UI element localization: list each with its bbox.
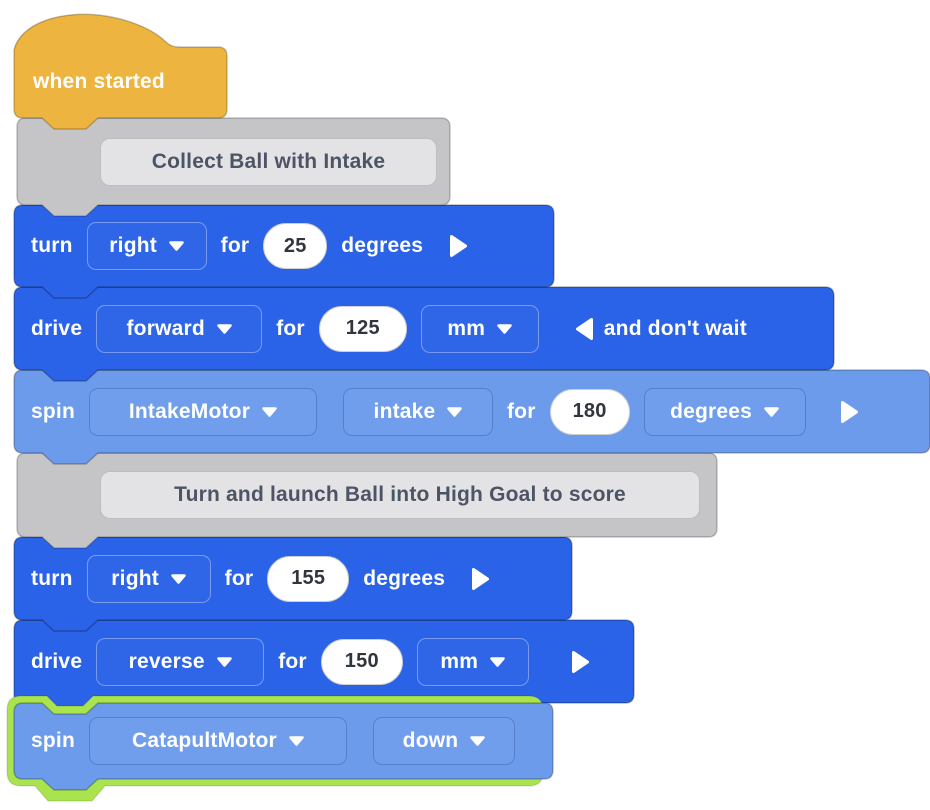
chevron-down-icon	[447, 406, 463, 417]
for-label: for	[220, 234, 250, 257]
comment-text-field[interactable]: Turn and launch Ball into High Goal to s…	[100, 471, 700, 519]
comment-block-2[interactable]: Turn and launch Ball into High Goal to s…	[16, 452, 718, 549]
turn-label: turn	[31, 234, 73, 257]
spin-block-1[interactable]: spin IntakeMotor intake for 180 degrees	[13, 369, 930, 465]
chevron-down-icon	[171, 573, 186, 584]
for-label: for	[276, 316, 305, 340]
input-value: 180	[572, 400, 607, 422]
dropdown-value: mm	[447, 316, 486, 340]
drive-distance-input[interactable]: 150	[320, 638, 403, 685]
chevron-down-icon	[169, 241, 184, 251]
dropdown-value: forward	[126, 316, 205, 340]
drive-unit-dropdown[interactable]: mm	[416, 637, 529, 686]
input-value: 25	[283, 234, 307, 257]
chevron-down-icon	[262, 406, 277, 417]
drive-direction-dropdown[interactable]: forward	[96, 304, 263, 353]
drive-distance-input[interactable]: 125	[318, 305, 407, 352]
chevron-down-icon	[490, 656, 505, 667]
expand-arrow-icon[interactable]	[840, 400, 859, 424]
turn-direction-dropdown[interactable]: right	[86, 222, 207, 270]
motor-dropdown[interactable]: CatapultMotor	[88, 717, 347, 765]
drive-unit-dropdown[interactable]: mm	[420, 304, 539, 353]
expand-arrow-icon[interactable]	[471, 567, 490, 591]
expand-arrow-icon[interactable]	[449, 234, 468, 258]
turn-degrees-input[interactable]: 25	[263, 223, 328, 269]
comment-text: Collect Ball with Intake	[151, 149, 386, 173]
collapse-arrow-icon[interactable]	[575, 317, 594, 341]
chevron-down-icon	[764, 406, 779, 417]
spin-direction-dropdown[interactable]: intake	[342, 387, 493, 436]
dropdown-value: right	[111, 566, 159, 590]
dropdown-value: CatapultMotor	[132, 729, 277, 752]
turn-block-1[interactable]: turn right for 25 degrees	[13, 204, 555, 299]
comment-text-field[interactable]: Collect Ball with Intake	[100, 137, 437, 186]
spin-label: spin	[31, 729, 75, 752]
chevron-down-icon	[470, 736, 486, 746]
drive-block-2[interactable]: drive reverse for 150 mm	[13, 619, 635, 715]
drive-label: drive	[31, 649, 83, 673]
for-label: for	[506, 399, 536, 423]
degrees-label: degrees	[363, 566, 446, 590]
drive-direction-dropdown[interactable]: reverse	[96, 637, 265, 686]
spin-label: spin	[31, 399, 75, 423]
for-label: for	[224, 566, 254, 590]
when-started-label: when started	[33, 70, 165, 93]
spin-block-2[interactable]: spin CatapultMotor down	[13, 702, 554, 791]
motor-dropdown[interactable]: IntakeMotor	[88, 387, 317, 436]
chevron-down-icon	[217, 323, 232, 334]
drive-label: drive	[31, 316, 83, 340]
degrees-label: degrees	[341, 234, 424, 257]
turn-block-2[interactable]: turn right for 155 degrees	[13, 536, 573, 632]
spin-unit-dropdown[interactable]: degrees	[643, 387, 806, 436]
drive-block-1[interactable]: drive forward for 125 mm and don't wait	[13, 286, 835, 382]
dropdown-value: down	[402, 729, 459, 752]
when-started-block[interactable]: when started	[13, 13, 228, 130]
dropdown-value: degrees	[670, 399, 753, 423]
spin-amount-input[interactable]: 180	[549, 388, 630, 435]
input-value: 150	[344, 650, 379, 672]
expand-arrow-icon[interactable]	[571, 650, 590, 674]
chevron-down-icon	[497, 323, 512, 334]
comment-text: Turn and launch Ball into High Goal to s…	[174, 483, 626, 506]
input-value: 125	[345, 317, 380, 339]
dropdown-value: reverse	[128, 649, 205, 673]
spin-direction-dropdown[interactable]: down	[372, 717, 515, 765]
chevron-down-icon	[289, 736, 304, 746]
chevron-down-icon	[217, 656, 232, 667]
dropdown-value: intake	[373, 399, 436, 423]
for-label: for	[278, 649, 307, 673]
dropdown-value: right	[109, 234, 157, 257]
input-value: 155	[291, 567, 326, 589]
comment-block-1[interactable]: Collect Ball with Intake	[16, 117, 451, 217]
dropdown-value: IntakeMotor	[128, 399, 251, 423]
turn-label: turn	[31, 566, 73, 590]
dont-wait-label: and don't wait	[603, 316, 747, 340]
turn-degrees-input[interactable]: 155	[267, 555, 350, 602]
turn-direction-dropdown[interactable]: right	[86, 554, 211, 603]
dropdown-value: mm	[440, 649, 479, 673]
